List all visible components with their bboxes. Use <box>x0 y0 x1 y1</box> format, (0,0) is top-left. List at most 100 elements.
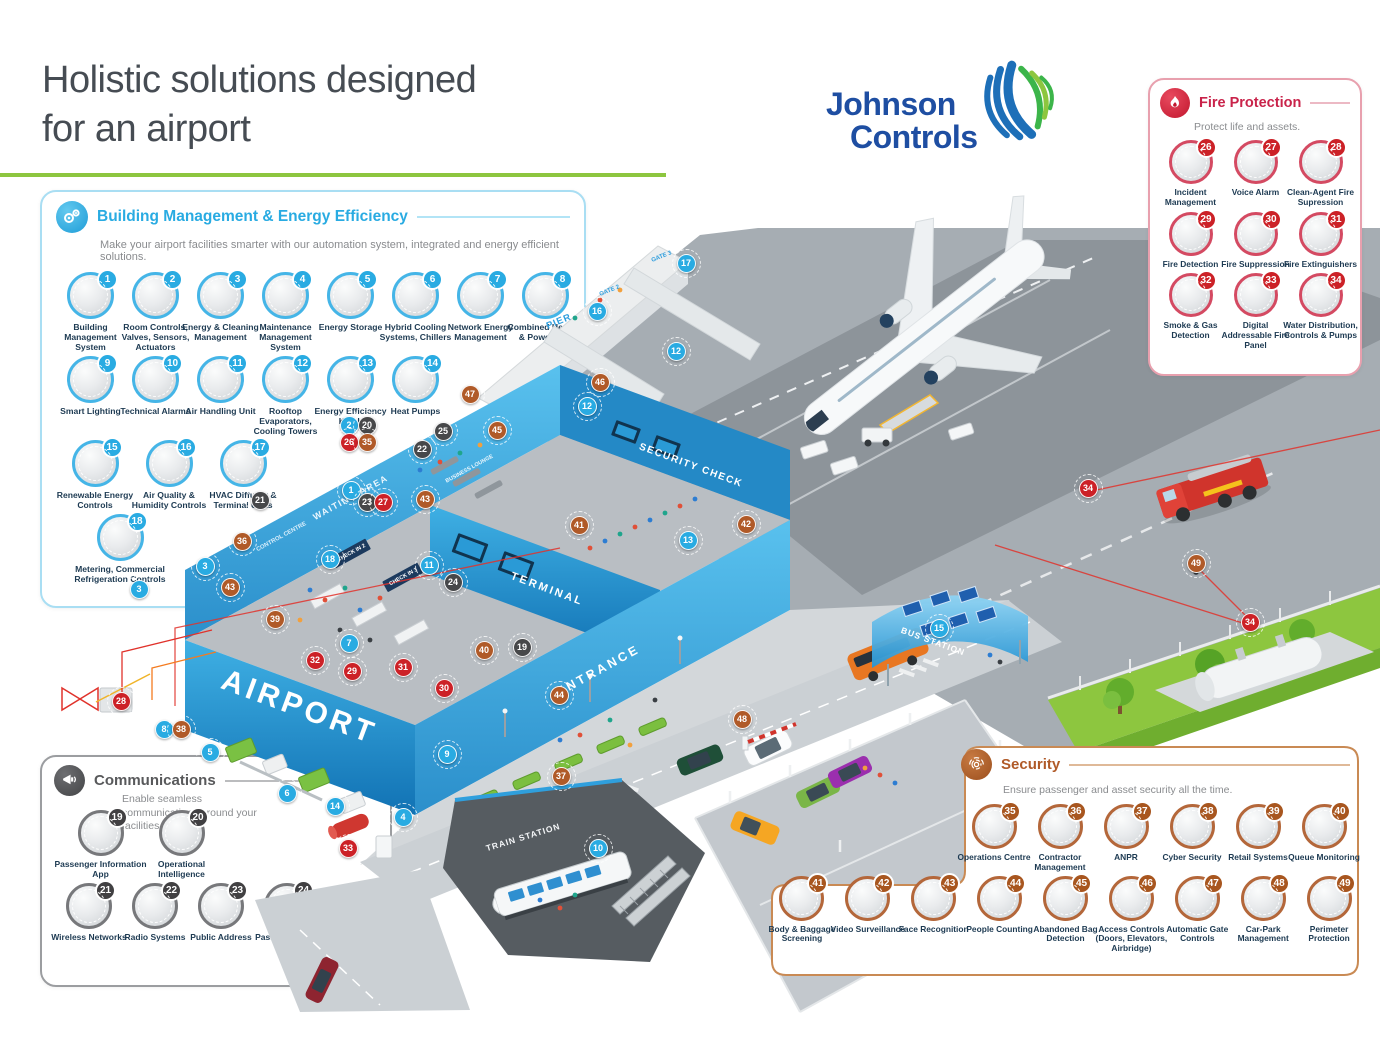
page-title-line1: Holistic solutions designed <box>42 59 477 101</box>
item-icon: 36 <box>1037 801 1087 849</box>
item-number-badge: 5 <box>357 269 378 290</box>
item-icon: 44 <box>977 872 1027 921</box>
label-gate-3: GATE 3 <box>651 250 674 264</box>
page-title: Holistic solutions designed for an airpo… <box>42 56 477 153</box>
water-pump-unit <box>1155 632 1374 712</box>
security-panel-subtitle: Ensure passenger and asset security all … <box>1003 784 1233 796</box>
security-title-rule <box>1069 763 1350 766</box>
item-number-badge: 25 <box>359 879 380 901</box>
item-number-badge: 12 <box>292 352 313 374</box>
item-number-badge: 48 <box>1268 872 1290 894</box>
item-number-badge: 4 <box>292 269 313 290</box>
item-icon: 21 <box>66 879 116 929</box>
item-number-badge: 8 <box>552 269 573 290</box>
fuel-truck <box>610 409 681 451</box>
item-icon: 15 <box>71 436 123 487</box>
item-icon: 26 <box>1168 137 1217 184</box>
item-icon: 27 <box>1233 137 1282 184</box>
item-icon: 31 <box>1298 208 1347 256</box>
item-number-badge: 49 <box>1334 872 1356 894</box>
item-icon: 35 <box>971 801 1021 849</box>
item-number-badge: 37 <box>1131 801 1153 822</box>
item-number-badge: 7 <box>487 269 508 290</box>
item-label: Queue Monitoring <box>1288 852 1360 862</box>
communications-panel-title: Communications <box>94 772 216 789</box>
item-icon: 30 <box>1233 208 1282 256</box>
item-icon: 46 <box>1108 872 1158 921</box>
item-number-badge: 26 <box>1195 137 1217 158</box>
item-icon: 16 <box>145 436 197 487</box>
item-number-badge: 17 <box>249 436 271 458</box>
item-icon: 37 <box>1103 801 1153 849</box>
fire-truck <box>1156 454 1271 524</box>
label-entrance: ENTRANCE <box>554 642 643 699</box>
map-marker-13: 13 <box>673 525 703 555</box>
item-label: Metering, Commercial Refrigeration Contr… <box>74 563 166 584</box>
item-icon: 19 <box>77 807 128 856</box>
panel-fire-protection: Fire Protection Protect life and assets.… <box>1148 78 1362 376</box>
item-icon: 45 <box>1043 872 1092 921</box>
item-icon: 4 <box>262 269 313 319</box>
item-label: Combined Heating & Power Unit <box>507 322 584 342</box>
item-number-badge: 15 <box>101 436 123 458</box>
map-marker-46: 46 <box>585 367 615 397</box>
item-icon: 22 <box>132 879 182 929</box>
item-icon: 18 <box>96 510 148 561</box>
map-marker-10: 10 <box>583 833 613 863</box>
item-label: Fire Extinguishers <box>1283 258 1358 269</box>
item-icon: 49 <box>1306 872 1356 921</box>
page-title-line2: for an airport <box>42 107 251 150</box>
title-underline <box>0 173 666 177</box>
panel-communications: Communications Enable seamless communica… <box>40 755 392 987</box>
item-label: Incident Management <box>1164 187 1217 207</box>
map-marker-38: 38 <box>166 714 196 744</box>
item-label: Water Distribution, Controls & Pumps <box>1283 320 1358 340</box>
building-panel-subtitle: Make your airport facilities smarter wit… <box>100 239 559 263</box>
item-icon: 17 <box>219 436 271 487</box>
item-number-badge: 45 <box>1071 872 1092 894</box>
item-label: Wireless Networks <box>51 931 127 942</box>
item-icon: 28 <box>1298 137 1347 184</box>
item-label: Clean-Agent Fire Supression <box>1286 187 1354 207</box>
map-marker-34: 34 <box>1073 473 1103 503</box>
item-label: Public Address <box>190 931 252 942</box>
panel-building-management: Building Management & Energy Efficiency … <box>40 190 586 608</box>
map-marker-8: 8 <box>149 714 179 744</box>
item-icon: 43 <box>911 872 961 921</box>
item-number-badge: 27 <box>1260 137 1282 158</box>
map-marker-29: 29 <box>337 656 367 686</box>
map-marker-39: 39 <box>260 604 290 634</box>
item-number-badge: 30 <box>1260 208 1282 230</box>
item-number-badge: 3 <box>227 269 248 290</box>
map-marker-16: 16 <box>582 296 612 326</box>
item-number-badge: 23 <box>227 879 248 901</box>
trees <box>1103 619 1315 714</box>
item-icon: 14 <box>392 352 443 403</box>
map-marker-19: 19 <box>507 632 537 662</box>
item-label: Maintenance Management System <box>259 322 312 352</box>
item-label: Building Management System <box>64 322 117 352</box>
item-number-badge: 35 <box>999 801 1021 822</box>
security-panel-title: Security <box>1001 756 1061 773</box>
communications-title-rule <box>224 779 378 782</box>
item-number-badge: 31 <box>1325 208 1347 230</box>
map-marker-12: 12 <box>661 336 691 366</box>
item-icon: 1 <box>67 269 118 319</box>
